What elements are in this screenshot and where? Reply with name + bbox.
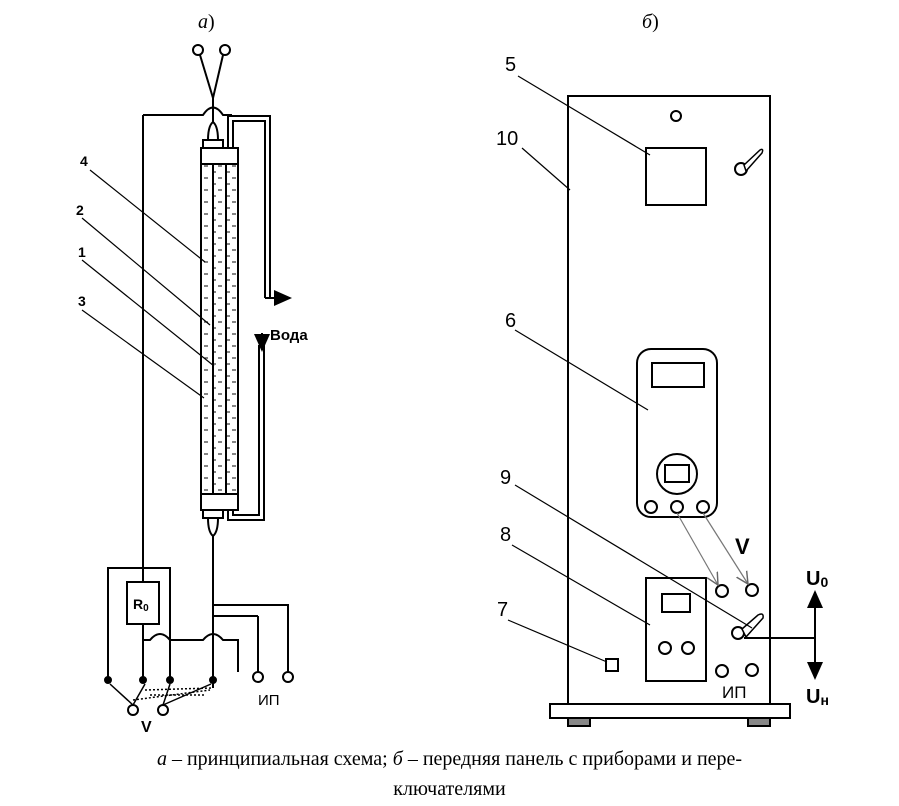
measurement-circuit xyxy=(104,115,294,716)
u0-label: U0 xyxy=(806,568,828,590)
caption-a-text: – принципиальная схема; xyxy=(166,748,393,770)
figure-caption-line-2: ключателями xyxy=(0,778,899,801)
panel-a-title: а) xyxy=(198,11,215,33)
switch-links xyxy=(109,683,213,706)
electrode-apparatus xyxy=(143,44,292,688)
meter-links xyxy=(676,512,748,585)
label-1: 1 xyxy=(78,244,86,260)
caption-line-2-text: ключателями xyxy=(393,778,506,800)
front-panel xyxy=(549,95,823,727)
panel-b-title: б) xyxy=(642,11,659,33)
label-9: 9 xyxy=(500,467,511,489)
water-label: Вода xyxy=(270,327,308,344)
voltmeter-label-b: V xyxy=(735,534,750,559)
label-7: 7 xyxy=(497,599,508,621)
resistor-label: R0 xyxy=(133,596,149,614)
label-3: 3 xyxy=(78,293,86,309)
caption-a-letter: а xyxy=(156,748,167,770)
voltmeter-label-a: V xyxy=(141,719,152,736)
figure-caption-line-1: а – принципиальная схема; б – передняя п… xyxy=(0,748,899,771)
leader-lines-b xyxy=(507,75,753,663)
label-6: 6 xyxy=(505,310,516,332)
un-label: Uн xyxy=(806,686,829,708)
label-8: 8 xyxy=(500,524,511,546)
caption-b-text: – передняя панель с приборами и пере- xyxy=(402,748,743,770)
label-4: 4 xyxy=(80,153,88,169)
caption-b-letter: б xyxy=(392,748,403,770)
leader-lines-a xyxy=(81,169,215,399)
label-10: 10 xyxy=(496,128,518,150)
power-supply-label-b: ИП xyxy=(722,683,746,702)
label-5: 5 xyxy=(505,54,516,76)
label-2: 2 xyxy=(76,202,84,218)
power-supply-label-a: ИП xyxy=(258,692,280,709)
